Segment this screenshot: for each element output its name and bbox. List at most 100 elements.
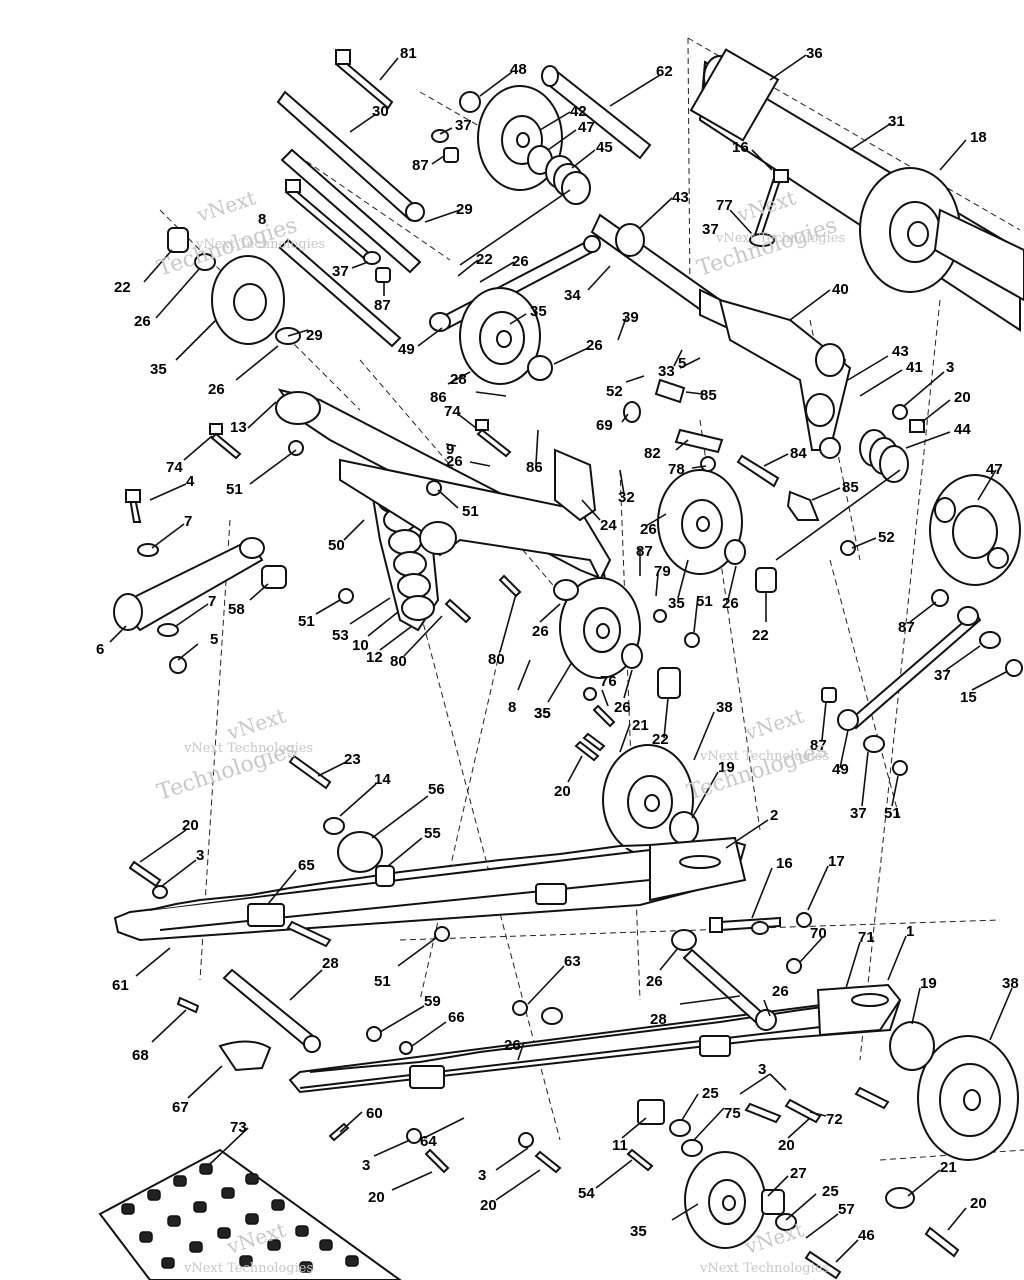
callout-label: 75 xyxy=(724,1105,741,1122)
callout-label: 38 xyxy=(1002,975,1019,992)
callout-label: 26 xyxy=(646,973,663,990)
callout-label: 26 xyxy=(614,699,631,716)
callout-label: 79 xyxy=(654,563,671,580)
callout-label: 52 xyxy=(878,529,895,546)
callout-label: 58 xyxy=(228,601,245,618)
callout-label: 34 xyxy=(564,287,581,304)
callout-label: 73 xyxy=(230,1119,247,1136)
callout-label: 19 xyxy=(718,759,735,776)
leader-lines xyxy=(109,54,1013,1263)
callout-label: 51 xyxy=(884,805,901,822)
callout-label: 11 xyxy=(612,1137,628,1154)
callout-label: 53 xyxy=(332,627,349,644)
callout-label: 81 xyxy=(400,45,417,62)
callout-label: 30 xyxy=(372,103,389,120)
callout-label: 37 xyxy=(850,805,867,822)
watermark-mid-right-caption: vNext Technologies xyxy=(699,749,829,764)
callout-label: 20 xyxy=(970,1195,987,1212)
callout-label: 51 xyxy=(374,973,391,990)
callout-label: 10 xyxy=(352,637,369,654)
callout-label: 26 xyxy=(134,313,151,330)
callout-label: 9 xyxy=(446,441,454,458)
callout-label: 56 xyxy=(428,781,445,798)
callout-label: 26 xyxy=(640,521,657,538)
callout-label: 87 xyxy=(810,737,827,754)
watermark-mid-right-brand: vNext xyxy=(741,703,806,745)
watermark-top-right-caption: vNext Technologies xyxy=(715,231,845,246)
callout-label: 3 xyxy=(478,1167,486,1184)
callout-label: 55 xyxy=(424,825,441,842)
callout-label: 18 xyxy=(970,129,987,146)
callout-label: 85 xyxy=(700,387,717,404)
watermark-mid-left-caption: vNext Technologies xyxy=(183,741,313,756)
callout-label: 64 xyxy=(420,1133,437,1150)
callout-label: 35 xyxy=(630,1223,647,1240)
callout-label: 49 xyxy=(398,341,415,358)
callout-label: 26 xyxy=(772,983,789,1000)
callout-label: 51 xyxy=(462,503,479,520)
callout-label: 26 xyxy=(586,337,603,354)
callout-label: 51 xyxy=(226,481,243,498)
callout-label: 3 xyxy=(758,1061,766,1078)
callout-label: 32 xyxy=(618,489,635,506)
callout-label: 26 xyxy=(512,253,529,270)
callout-label: 62 xyxy=(656,63,673,80)
callout-label: 59 xyxy=(424,993,441,1010)
callout-label: 60 xyxy=(366,1105,383,1122)
callout-label: 16 xyxy=(776,855,793,872)
callout-label: 71 xyxy=(858,929,875,946)
callout-label: 26 xyxy=(722,595,739,612)
callout-label: 20 xyxy=(778,1137,795,1154)
callout-label: 33 xyxy=(658,363,675,380)
callout-label: 7 xyxy=(208,593,216,610)
watermark-mid-right-name: Technologies xyxy=(684,737,830,806)
callout-label: 87 xyxy=(412,157,429,174)
callout-label: 86 xyxy=(526,459,543,476)
callout-label: 67 xyxy=(172,1099,189,1116)
callout-label: 28 xyxy=(322,955,339,972)
callout-label: 35 xyxy=(534,705,551,722)
watermark-bottom-right-caption: vNext Technologies xyxy=(699,1261,829,1276)
callout-label: 28 xyxy=(650,1011,667,1028)
callout-label: 35 xyxy=(668,595,685,612)
callout-label: 13 xyxy=(230,419,247,436)
callout-label: 38 xyxy=(716,699,733,716)
callout-label: 49 xyxy=(832,761,849,778)
callout-label: 70 xyxy=(810,925,827,942)
callout-label: 16 xyxy=(732,139,749,156)
callout-label: 35 xyxy=(150,361,167,378)
callout-label: 39 xyxy=(622,309,639,326)
callout-label: 63 xyxy=(564,953,581,970)
callout-label: 84 xyxy=(790,445,807,462)
callout-label: 37 xyxy=(702,221,719,238)
callout-label: 45 xyxy=(596,139,613,156)
callout-label: 22 xyxy=(752,627,769,644)
callout-label: 29 xyxy=(306,327,323,344)
callout-label: 25 xyxy=(822,1183,839,1200)
callout-label: 51 xyxy=(298,613,315,630)
callout-label: 1 xyxy=(906,923,914,940)
callout-label: 26 xyxy=(504,1037,521,1054)
callout-label: 20 xyxy=(368,1189,385,1206)
track-lugs xyxy=(121,1163,359,1273)
callout-label: 80 xyxy=(488,651,505,668)
callout-label: 47 xyxy=(578,119,595,136)
callout-label: 21 xyxy=(940,1159,957,1176)
callout-label: 29 xyxy=(456,201,473,218)
watermark-bottom-left-caption: vNext Technologies xyxy=(183,1261,313,1276)
callout-label: 22 xyxy=(652,731,669,748)
callout-label: 46 xyxy=(858,1227,875,1244)
callout-label: 42 xyxy=(570,103,587,120)
callout-label: 87 xyxy=(374,297,391,314)
callout-label: 21 xyxy=(632,717,649,734)
callout-label: 22 xyxy=(114,279,131,296)
callout-label: 44 xyxy=(954,421,971,438)
callout-label: 5 xyxy=(678,355,686,372)
callout-label: 48 xyxy=(510,61,527,78)
callout-label: 4 xyxy=(186,473,195,490)
callout-label: 20 xyxy=(480,1197,497,1214)
callout-label: 72 xyxy=(826,1111,843,1128)
callout-label: 68 xyxy=(132,1047,149,1064)
callout-label: 3 xyxy=(946,359,954,376)
callout-label: 7 xyxy=(184,513,192,530)
